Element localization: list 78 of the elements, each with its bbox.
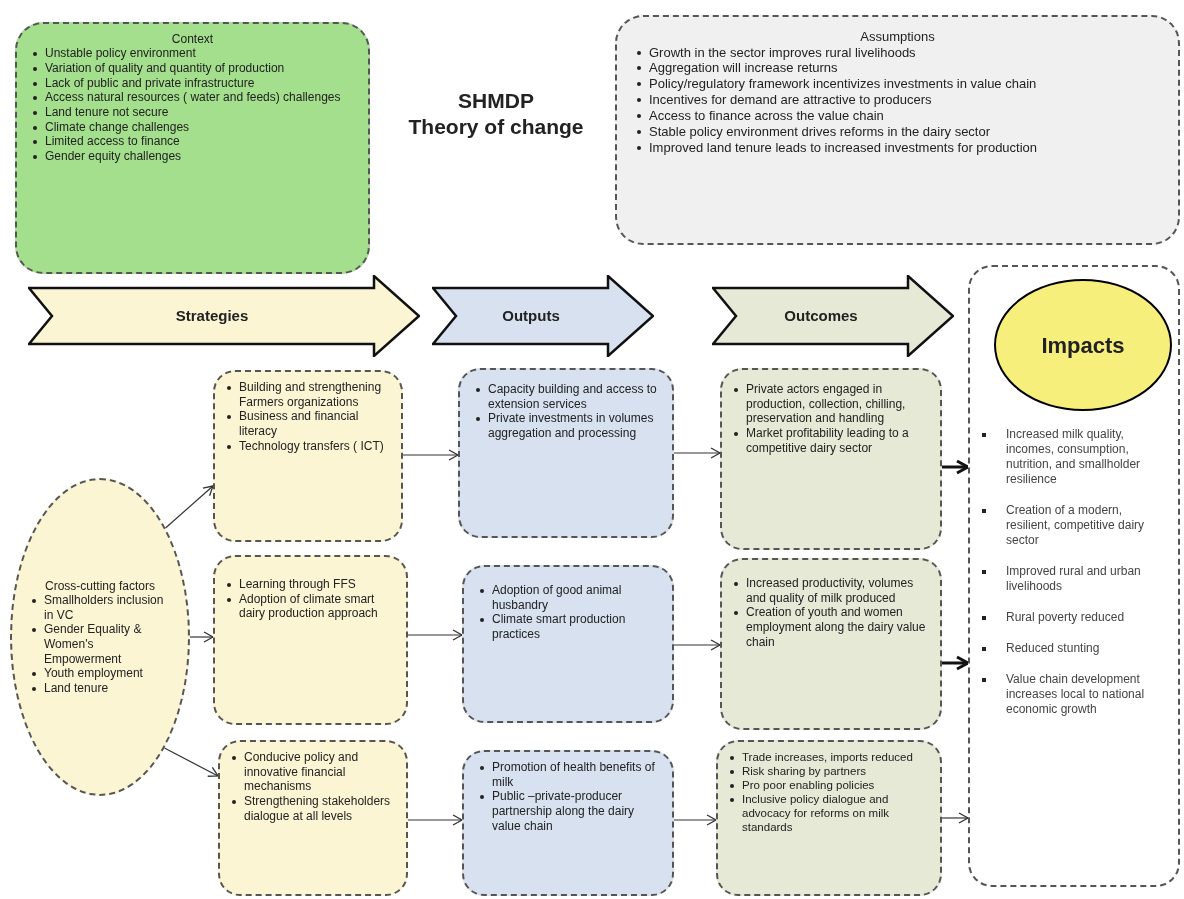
bullet-text: Variation of quality and quantity of production: [45, 61, 285, 76]
impacts-panel: [968, 265, 1180, 887]
bullet-text: Technology transfers ( ICT): [239, 438, 384, 454]
bullet-text: Limited access to finance: [45, 134, 180, 149]
strategy-box: [213, 370, 403, 542]
arrow: [189, 631, 214, 643]
context-box: [15, 22, 370, 274]
bullet-text: Conducive policy and innovative financial mechanisms: [244, 750, 360, 794]
box-heading: Context: [170, 32, 215, 47]
output-box: [462, 750, 674, 896]
bullet-text: Smallholders inclusion in VC: [44, 593, 165, 623]
arrow: [407, 814, 463, 826]
bullet-text: Value chain development increases local to national economic growth: [1006, 672, 1146, 717]
bullet-text: Incentives for demand are attractive to producers: [649, 92, 932, 109]
box-heading: Assumptions: [859, 29, 936, 45]
bullet-text: Climate smart production practices: [492, 612, 627, 642]
diagram-title: SHMDP Theory of change: [407, 88, 585, 141]
outcome-box: [720, 368, 942, 550]
bullet-text: Policy/regulatory framework incentivizes investments in value chain: [649, 76, 1037, 93]
arrow: [941, 812, 969, 824]
arrow: [407, 629, 463, 641]
bullet-text: Private actors engaged in production, collection, chilling, preservation and handling: [746, 382, 907, 426]
bullet-text: Gender Equality & Women's Empowerment: [44, 622, 143, 667]
bullet-text: Youth employment: [44, 666, 143, 681]
arrow: [163, 747, 219, 777]
arrow: [673, 814, 717, 826]
output-box: [458, 368, 674, 538]
bullet-text: Access to finance across the value chain: [649, 108, 884, 124]
bullet-text: Trade increases, imports reduced: [742, 750, 913, 764]
strategy-box: [213, 555, 408, 725]
stage-label: Outcomes: [784, 305, 859, 326]
bullet-text: Inclusive policy dialogue and advocacy for reforms on milk standards: [742, 792, 890, 835]
bullet-text: Rural poverty reduced: [1006, 610, 1125, 625]
bullet-text: Increased productivity, volumes and quality of milk produced: [746, 576, 915, 606]
output-box: [462, 565, 674, 723]
stage-label: Strategies: [175, 305, 250, 326]
bullet-text: Strengthening stakeholders dialogue at all levels: [244, 793, 392, 824]
bullet-text: Aggregation will increase returns: [649, 60, 838, 77]
bullet-text: Climate change challenges: [45, 119, 190, 135]
bullet-text: Creation of a modern, resilient, competitive dairy sector: [1006, 503, 1146, 548]
impacts-heading: Impacts: [1041, 331, 1125, 360]
assumptions-box: [615, 15, 1180, 245]
bullet-text: Adoption of climate smart dairy production approach: [239, 591, 379, 621]
arrow: [164, 485, 214, 529]
bullet-text: Adoption of good animal husbandry: [492, 583, 623, 613]
arrow: [402, 449, 459, 461]
bullet-text: Lack of public and private infrastructure: [45, 75, 255, 91]
bullet-text: Risk sharing by partners: [742, 764, 866, 779]
bullet-text: Growth in the sector improves rural livelihoods: [649, 44, 916, 61]
bullet-text: Private investments in volumes aggregation and processing: [488, 411, 655, 441]
bullet-text: Access natural resources ( water and feeds) challenges: [45, 90, 341, 105]
arrow: [942, 655, 970, 671]
bullet-text: Business and financial literacy: [239, 409, 360, 439]
bullet-text: Market profitability leading to a competitive dairy sector: [746, 425, 910, 456]
bullet-text: Capacity building and access to extension services: [488, 382, 658, 412]
bullet-text: Improved rural and urban livelihoods: [1006, 564, 1142, 594]
outcome-box: [716, 740, 942, 896]
bullet-text: Improved land tenure leads to increased investments for production: [649, 139, 1038, 156]
bullet-text: Increased milk quality, incomes, consumption, nutrition, and smallholder resilience: [1006, 427, 1142, 487]
bullet-text: Building and strengthening Farmers organizations: [239, 380, 383, 410]
bullet-text: Reduced stunting: [1006, 641, 1100, 656]
strategy-box: [218, 740, 408, 896]
bullet-text: Land tenure not secure: [45, 104, 169, 120]
bullet-text: Pro poor enabling policies: [742, 778, 875, 793]
bullet-text: Public –private-producer partnership along the dairy value chain: [492, 789, 636, 834]
bullet-text: Stable policy environment drives reforms in the dairy sector: [649, 123, 991, 140]
bullet-text: Learning through FFS: [239, 577, 356, 592]
bullet-text: Gender equity challenges: [45, 148, 182, 164]
bullet-text: Land tenure: [44, 680, 109, 696]
arrow: [673, 639, 721, 651]
stage-label: Outputs: [502, 305, 561, 326]
arrow: [942, 459, 970, 475]
bullet-text: Promotion of health benefits of milk: [492, 760, 656, 790]
outcome-box: [720, 558, 942, 730]
bullet-text: Unstable policy environment: [45, 46, 196, 61]
box-heading: Cross-cutting factors: [43, 578, 156, 593]
bullet-text: Creation of youth and women employment along the dairy value chain: [746, 605, 927, 650]
arrow: [673, 447, 721, 459]
